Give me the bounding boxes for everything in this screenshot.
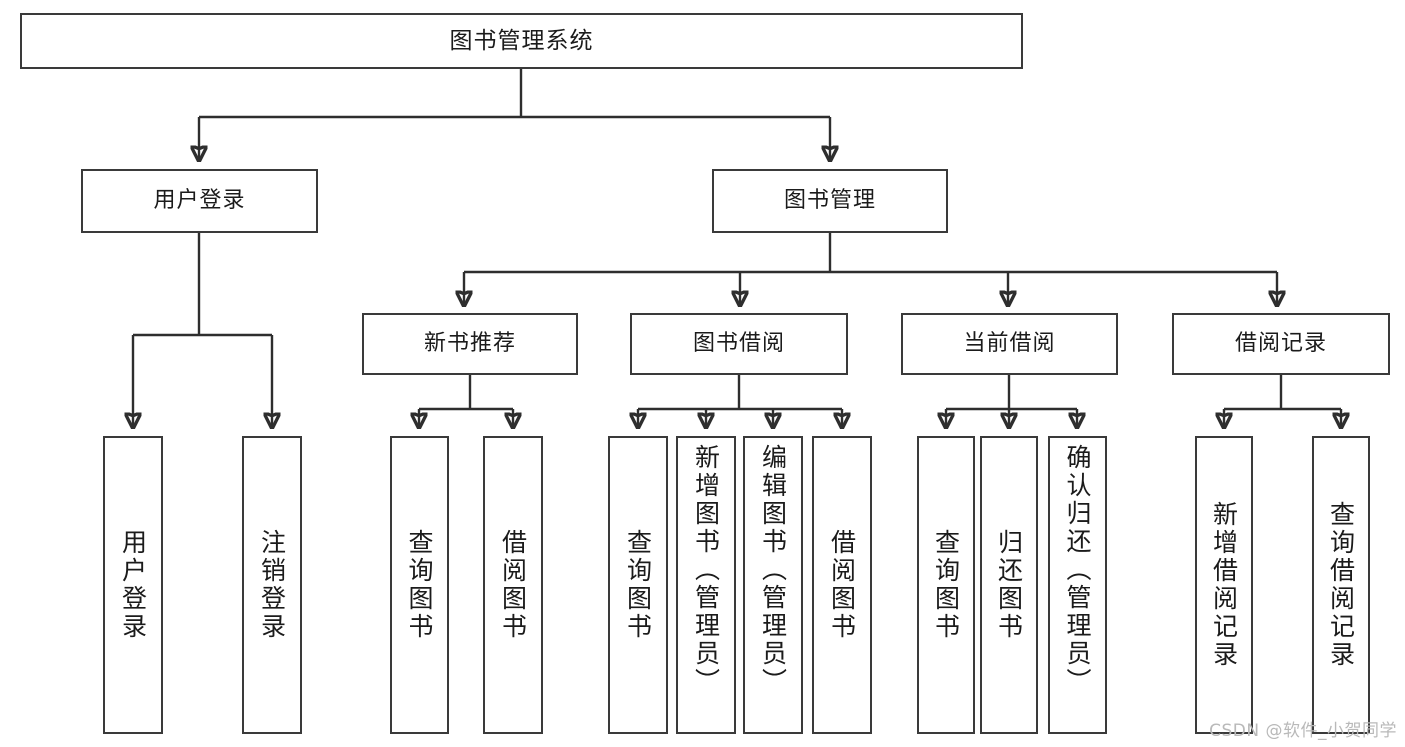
node-new-book-recommend[interactable]: 新书推荐: [362, 313, 578, 375]
link-newbook-to-leaves: [419, 375, 513, 427]
node-book-borrow-label: 图书借阅: [692, 330, 785, 356]
leaf-newbook-query-book-label: 查询图书: [405, 529, 434, 641]
leaf-borrow-add-book[interactable]: 新增图书（管理员）: [676, 436, 736, 734]
leaf-record-add-record-label: 新增借阅记录: [1209, 501, 1239, 669]
leaf-logout[interactable]: 注销登录: [242, 436, 302, 734]
leaf-newbook-borrow-book[interactable]: 借阅图书: [483, 436, 543, 734]
node-current-borrow[interactable]: 当前借阅: [901, 313, 1118, 375]
leaf-record-query-record[interactable]: 查询借阅记录: [1312, 436, 1370, 734]
leaf-user-login-label: 用户登录: [118, 529, 148, 641]
leaf-borrow-query-book-label: 查询图书: [623, 529, 653, 641]
leaf-current-query-book-label: 查询图书: [931, 529, 961, 641]
node-borrow-record-label: 借阅记录: [1234, 330, 1327, 356]
link-root-to-level2: [199, 69, 830, 160]
leaf-record-query-record-label: 查询借阅记录: [1326, 501, 1356, 669]
node-root-system-label: 图书管理系统: [449, 27, 594, 54]
leaf-newbook-query-book[interactable]: 查询图书: [390, 436, 449, 734]
leaf-current-query-book[interactable]: 查询图书: [917, 436, 975, 734]
leaf-current-return-book-label: 归还图书: [994, 529, 1024, 641]
leaf-borrow-add-book-label: 新增图书（管理员）: [691, 444, 721, 696]
csdn-watermark: CSDN @软件_小贺同学: [1209, 721, 1397, 741]
node-book-borrow[interactable]: 图书借阅: [630, 313, 848, 375]
node-user-login-label: 用户登录: [153, 187, 246, 213]
node-root-system[interactable]: 图书管理系统: [20, 13, 1023, 69]
node-borrow-record[interactable]: 借阅记录: [1172, 313, 1390, 375]
node-user-login[interactable]: 用户登录: [81, 169, 318, 233]
leaf-logout-label: 注销登录: [257, 529, 287, 641]
link-bookmgmt-to-level3: [464, 233, 1277, 305]
leaf-borrow-edit-book-label: 编辑图书（管理员）: [758, 444, 788, 696]
link-userlogin-to-leaves: [133, 233, 272, 427]
link-bookborrow-to-leaves: [638, 375, 842, 427]
node-book-management-label: 图书管理: [783, 187, 876, 213]
leaf-borrow-edit-book[interactable]: 编辑图书（管理员）: [743, 436, 803, 734]
leaf-current-confirm-return-label: 确认归还（管理员）: [1063, 444, 1092, 696]
leaf-user-login[interactable]: 用户登录: [103, 436, 163, 734]
leaf-borrow-query-book[interactable]: 查询图书: [608, 436, 668, 734]
node-new-book-recommend-label: 新书推荐: [423, 330, 516, 356]
leaf-borrow-borrow-book[interactable]: 借阅图书: [812, 436, 872, 734]
leaf-current-confirm-return[interactable]: 确认归还（管理员）: [1048, 436, 1107, 734]
link-borrowrecord-to-leaves: [1224, 375, 1341, 427]
link-currentborrow-to-leaves: [946, 375, 1077, 427]
leaf-borrow-borrow-book-label: 借阅图书: [827, 529, 857, 641]
leaf-current-return-book[interactable]: 归还图书: [980, 436, 1038, 734]
node-current-borrow-label: 当前借阅: [963, 330, 1056, 356]
node-book-management[interactable]: 图书管理: [712, 169, 948, 233]
leaf-newbook-borrow-book-label: 借阅图书: [498, 529, 528, 641]
leaf-record-add-record[interactable]: 新增借阅记录: [1195, 436, 1253, 734]
